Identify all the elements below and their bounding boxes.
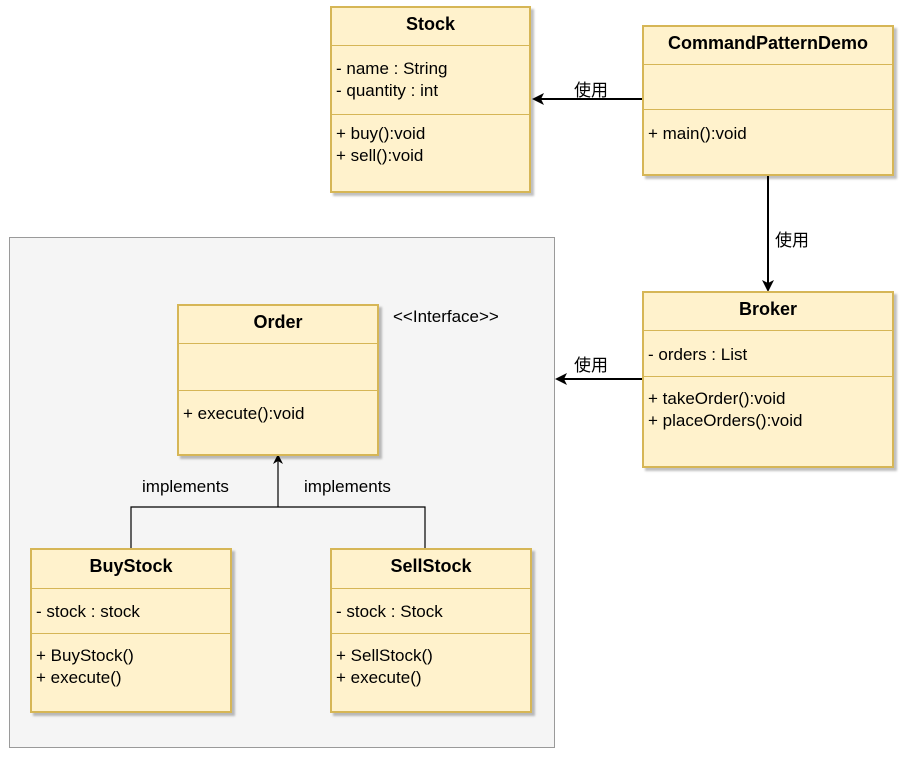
class-stock-title: Stock [405,14,456,34]
method-item: + execute() [36,668,122,687]
edge-label-demo-to-stock: 使用 [574,81,608,100]
edge-sellstock-implements [278,506,426,548]
class-order-title: Order [253,312,303,332]
order-stereotype: <<Interface>> [393,307,499,326]
edge-label-broker-to-group: 使用 [574,356,608,375]
method-item: + BuyStock() [36,646,134,665]
class-order[interactable]: Order + execute():void [177,304,379,456]
edge-label-demo-to-broker: 使用 [775,231,809,250]
edge-buystock-implements [130,506,278,548]
method-item: + main():void [648,124,747,143]
class-sellstock-title: SellStock [390,556,472,576]
class-commandpatterndemo-methods: + main():void [644,123,892,145]
class-sellstock-attributes: - stock : Stock [332,601,530,623]
class-buystock-divider-2 [32,633,230,634]
class-broker-divider-2 [644,376,892,377]
class-order-divider-2 [179,390,377,391]
method-item: + takeOrder():void [648,389,786,408]
class-stock-divider-1 [332,45,529,46]
class-order-methods: + execute():void [179,403,377,425]
class-commandpatterndemo-divider-2 [644,109,892,110]
method-item: + execute():void [183,404,305,423]
class-stock-divider-2 [332,114,529,115]
attribute-item: - stock : Stock [336,602,443,621]
class-broker-divider-1 [644,330,892,331]
method-item: + buy():void [336,124,426,143]
class-buystock[interactable]: BuyStock - stock : stock + BuyStock() + … [30,548,232,713]
class-commandpatterndemo-divider-1 [644,64,892,65]
attribute-item: - name : String [336,59,448,78]
method-item: + placeOrders():void [648,411,803,430]
class-sellstock-methods: + SellStock() + execute() [332,645,530,689]
method-item: + SellStock() [336,646,433,665]
class-broker-methods: + takeOrder():void + placeOrders():void [644,388,892,432]
method-item: + execute() [336,668,422,687]
class-broker-title: Broker [738,299,798,319]
class-buystock-attributes: - stock : stock [32,601,230,623]
attribute-item: - orders : List [648,345,748,364]
attribute-item: - stock : stock [36,602,140,621]
class-sellstock-divider-1 [332,588,530,589]
attribute-item: - quantity : int [336,81,439,100]
class-commandpatterndemo[interactable]: CommandPatternDemo + main():void [642,25,894,176]
class-broker[interactable]: Broker - orders : List + takeOrder():voi… [642,291,894,468]
class-stock[interactable]: Stock - name : String - quantity : int +… [330,6,531,193]
class-broker-attributes: - orders : List [644,344,892,366]
class-order-divider-1 [179,343,377,344]
class-stock-attributes: - name : String - quantity : int [332,58,529,102]
edge-label-sell-implements: implements [304,477,391,496]
class-buystock-methods: + BuyStock() + execute() [32,645,230,689]
class-buystock-title: BuyStock [89,556,173,576]
method-item: + sell():void [336,146,424,165]
class-commandpatterndemo-title: CommandPatternDemo [667,33,869,53]
class-buystock-divider-1 [32,588,230,589]
class-sellstock-divider-2 [332,633,530,634]
class-stock-methods: + buy():void + sell():void [332,123,529,167]
edge-label-buy-implements: implements [142,477,229,496]
class-sellstock[interactable]: SellStock - stock : Stock + SellStock() … [330,548,532,713]
